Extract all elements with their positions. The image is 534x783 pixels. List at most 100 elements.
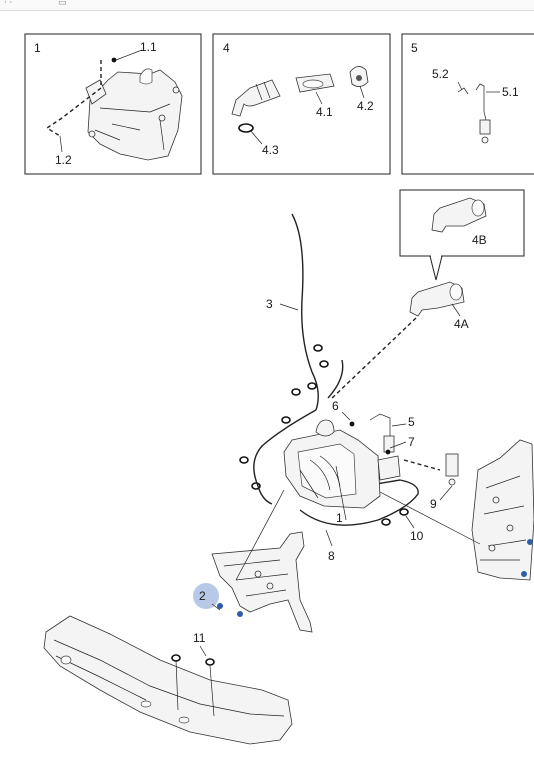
clip-2 <box>319 360 329 368</box>
callout-4-1: 4.1 <box>316 105 333 119</box>
cap-point-1-1 <box>111 57 117 63</box>
leader-1 <box>335 465 347 521</box>
inset-box-5: 5 5.2 5.1 <box>401 33 534 175</box>
leader-1-1 <box>115 49 143 61</box>
side-panel-hole-1 <box>492 496 500 504</box>
frame-rail-edge <box>53 639 285 717</box>
side-panel-hole-2 <box>506 524 514 532</box>
leader-dashed-1 <box>45 60 102 137</box>
leader-4-2 <box>359 85 365 99</box>
grommet-small-3 <box>88 130 96 138</box>
reservoir-cap-small <box>139 68 153 85</box>
side-panel-hole-3 <box>488 544 496 552</box>
sensor-body-drawing <box>479 119 491 135</box>
callout-10: 10 <box>410 529 424 543</box>
sensor-5-body <box>383 435 395 453</box>
elbow-4a-mouth <box>449 283 463 301</box>
clip-7 <box>251 482 261 490</box>
leader-2 <box>211 603 221 611</box>
callout-8: 8 <box>328 549 335 563</box>
inset-box-4: 4 4.1 4.2 4.3 <box>212 33 391 175</box>
top-toolbar-strip: ⋅ ⋅ ▭ <box>0 0 534 11</box>
callout-2-highlight[interactable] <box>193 583 219 609</box>
bolt-blue-4 <box>237 611 243 617</box>
leader-dashed-4a <box>329 317 417 401</box>
callout-9: 9 <box>430 497 437 511</box>
callout-4A: 4A <box>454 317 469 331</box>
sensor-wire-drawing <box>475 83 487 121</box>
callout-11: 11 <box>193 631 206 645</box>
inset-box-4b: 4B <box>399 189 525 281</box>
leader-7 <box>389 441 407 449</box>
grommet-11b <box>205 658 215 666</box>
grommet-11a <box>171 654 181 662</box>
hose-8 <box>299 479 419 526</box>
front-bracket-ribs <box>223 559 289 597</box>
grommet-6 <box>349 421 355 427</box>
bolt-blue-2 <box>521 571 527 577</box>
pump-9-outlet <box>448 478 456 486</box>
rail-hole-3 <box>60 655 72 665</box>
clip-4 <box>291 388 301 396</box>
clip-5 <box>281 416 291 424</box>
callout-7: 7 <box>408 435 415 449</box>
callout-5-1: 5.1 <box>502 85 519 99</box>
clip-1 <box>313 344 323 352</box>
clip-8 <box>381 518 391 526</box>
elbow-ribs <box>255 81 271 101</box>
clip-6 <box>239 456 249 464</box>
grommet-small-2 <box>158 114 166 122</box>
bracket-hole-1 <box>254 570 262 578</box>
leader-8 <box>325 529 333 547</box>
bracket-hole-2 <box>266 582 274 590</box>
side-bracket-panel <box>379 439 534 581</box>
rail-hole-2 <box>178 716 190 724</box>
callout-3: 3 <box>266 297 273 311</box>
callout-5: 5 <box>408 415 415 429</box>
inset-box-1: 1 1.1 1.2 <box>24 33 202 175</box>
washer-reservoir: 1 <box>283 419 401 525</box>
hose-left-loop <box>253 409 317 505</box>
frame-rail-drawing <box>43 615 293 745</box>
toolbar-menu-icon[interactable]: ▭ <box>58 0 67 7</box>
o-ring-4-3 <box>238 123 254 133</box>
filler-neck-opening <box>302 79 324 89</box>
callout-2: 2 <box>199 589 206 603</box>
side-panel-ribs <box>480 475 527 561</box>
leader-4a <box>451 303 461 317</box>
washer-pump-9: 9 <box>403 453 459 511</box>
callout-4-2: 4.2 <box>357 99 374 113</box>
inset-frame-5 <box>401 33 534 175</box>
hose-upper <box>327 359 344 399</box>
front-bracket-drawing <box>211 531 313 633</box>
bolt-blue-3 <box>217 603 223 609</box>
callout-pointer <box>429 255 443 281</box>
leader-5-2 <box>457 81 463 91</box>
inset-frame-4 <box>212 33 391 175</box>
guide-line-right <box>379 491 481 545</box>
leader-4-3 <box>249 129 263 145</box>
reservoir-filler-cap <box>315 419 335 437</box>
leader-4-1 <box>315 91 323 105</box>
sensor-5-wire <box>369 413 391 440</box>
leader-5 <box>391 423 407 427</box>
elbow-4a: 4A <box>409 281 469 331</box>
guide-line-left <box>235 489 285 581</box>
hose-3 <box>291 213 319 411</box>
elbow-hose-drawing <box>231 79 281 117</box>
pump-9-body <box>445 453 459 477</box>
callout-5-2: 5.2 <box>432 67 449 81</box>
elbow-4b-mouth <box>471 199 485 217</box>
rail-guide-lines <box>175 659 215 717</box>
reservoir-small-ribs <box>94 103 171 151</box>
inset-1-number: 1 <box>34 41 41 55</box>
clip-10 <box>399 508 409 516</box>
leader-3 <box>279 303 299 311</box>
callout-4-3: 4.3 <box>262 143 279 157</box>
front-bracket <box>211 489 313 633</box>
leader-10 <box>405 515 415 529</box>
reservoir-front-panel <box>297 443 357 499</box>
toolbar-glyph-icon: ⋅ ⋅ <box>4 0 13 7</box>
clip-7-point <box>385 449 391 455</box>
bolt-blue-1 <box>527 539 533 545</box>
